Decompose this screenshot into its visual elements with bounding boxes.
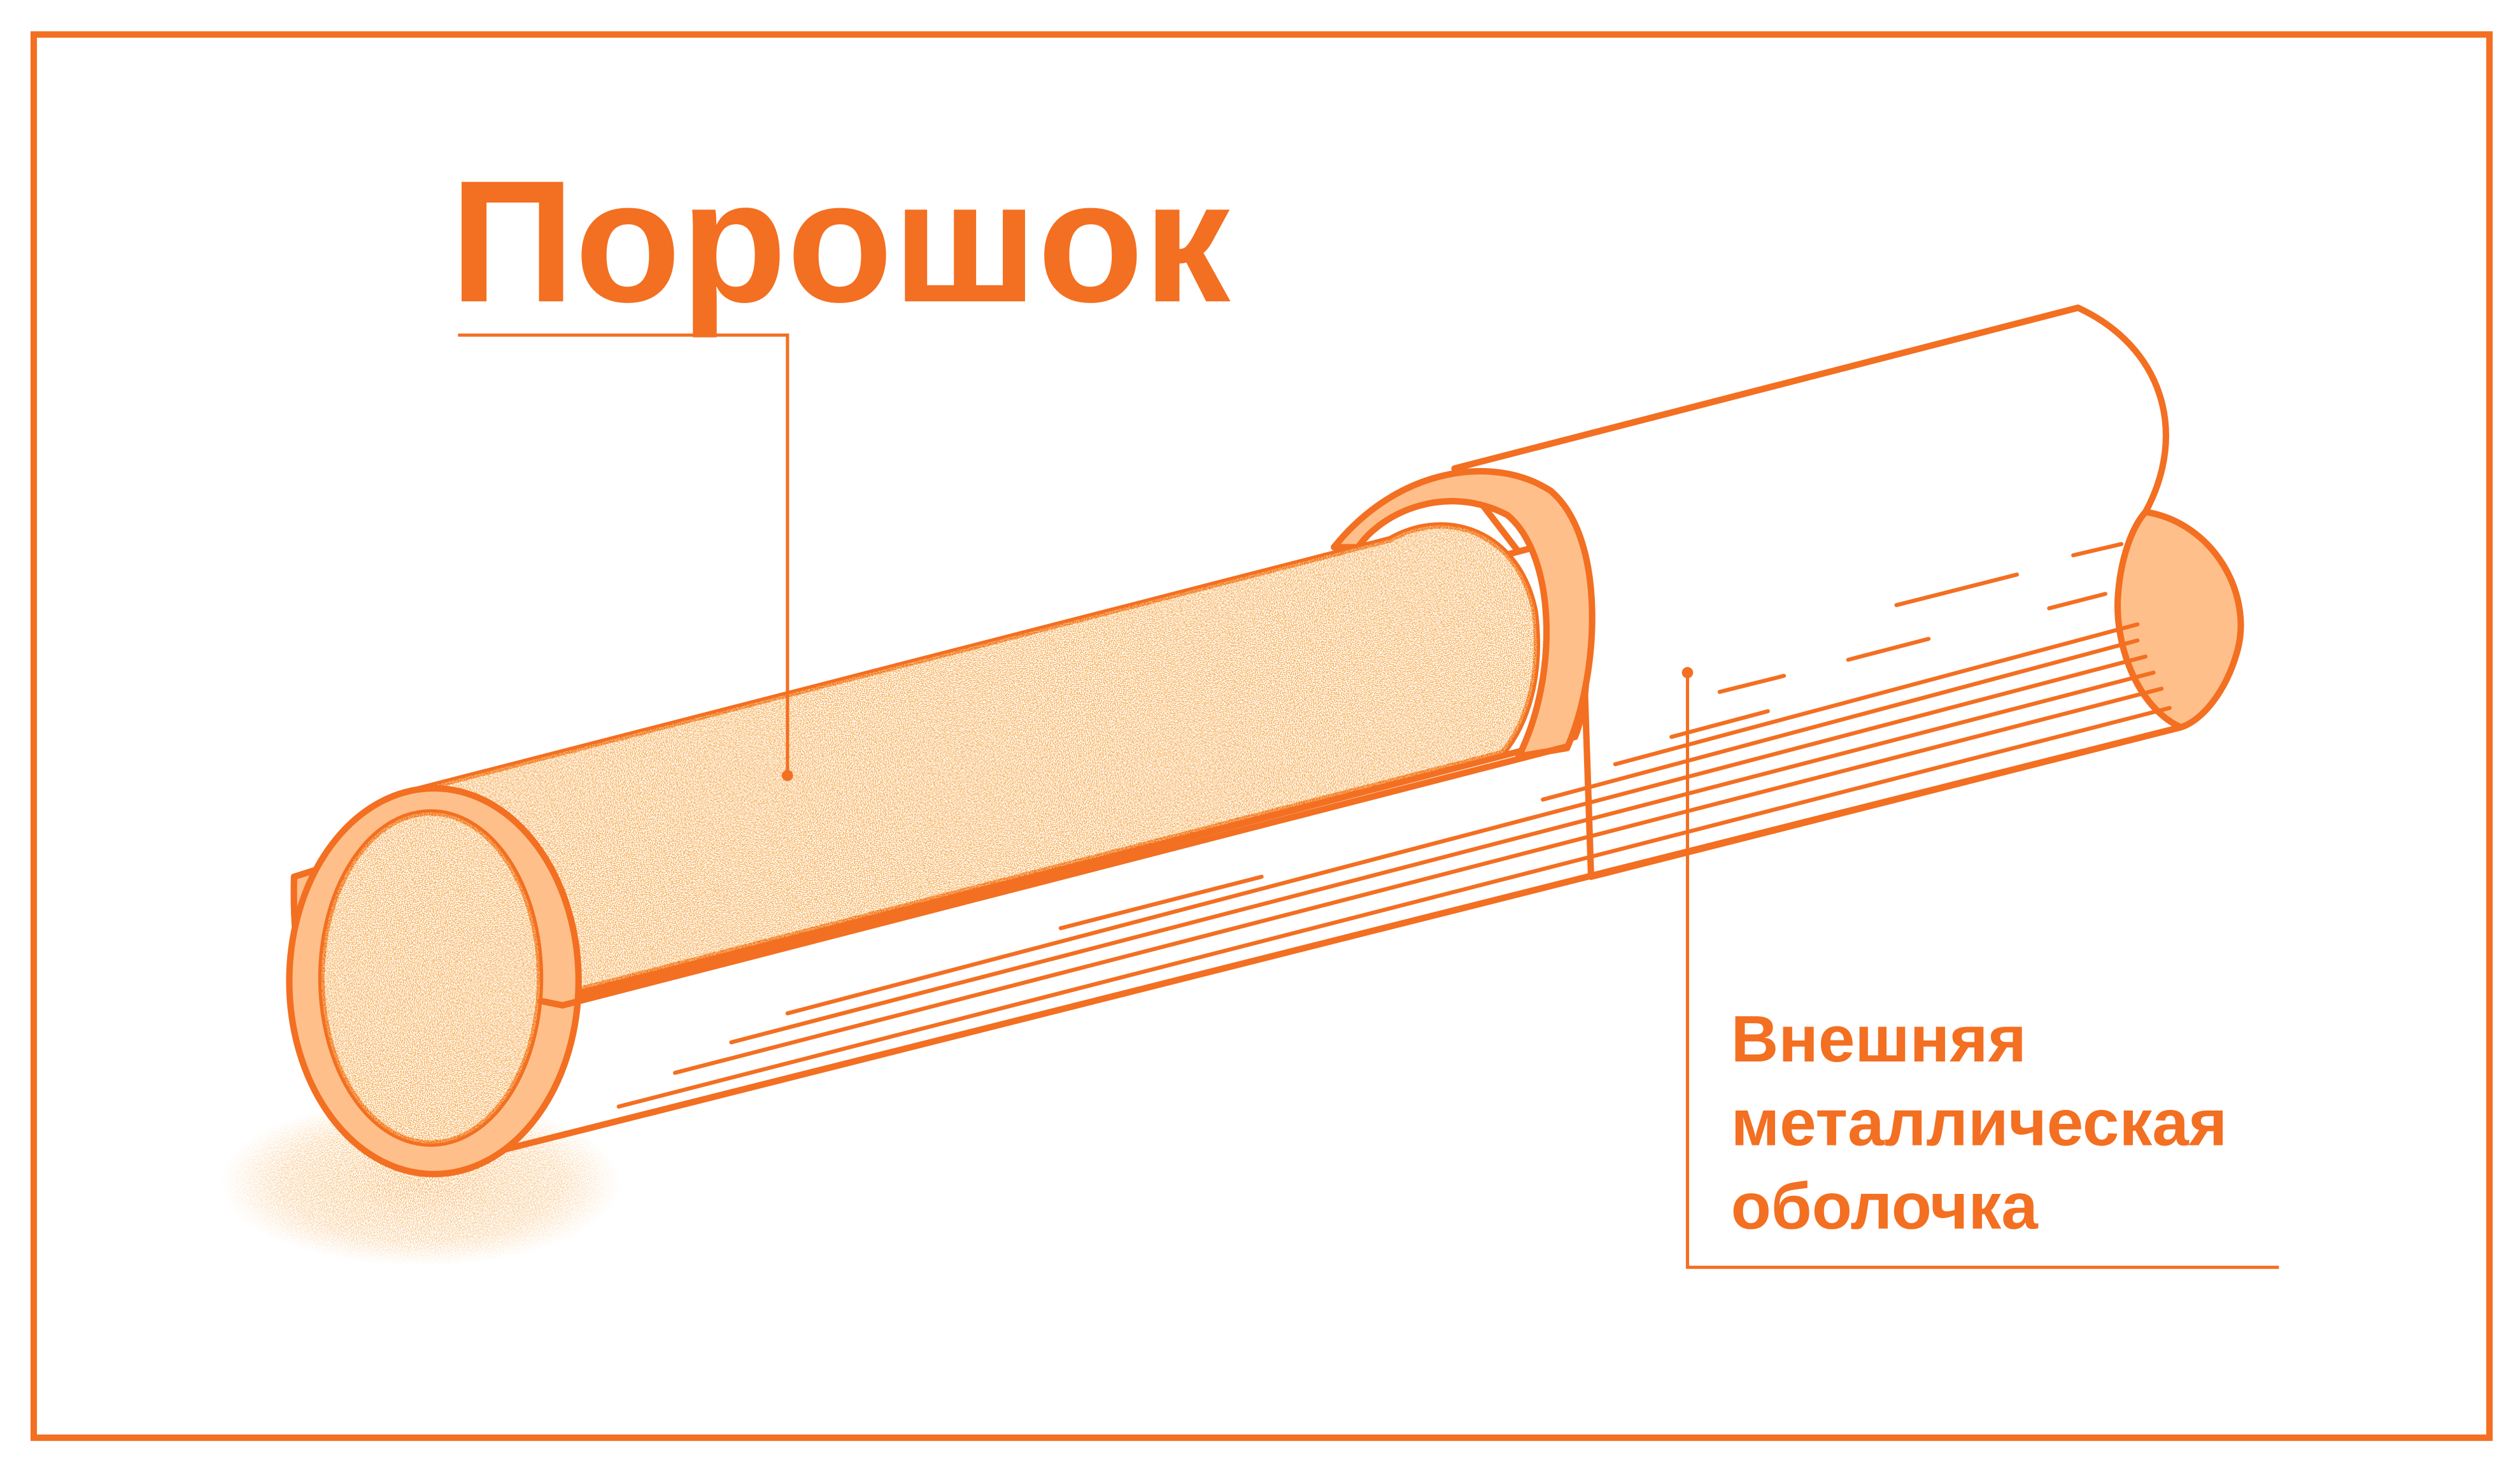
label-powder: Порошок — [450, 144, 1233, 339]
sheath-hatching — [616, 542, 2172, 1109]
label-sheath-line1: Внешняя — [1731, 1002, 2027, 1075]
frame-border — [30, 31, 2493, 1441]
sheath-ring-middle — [1331, 468, 1596, 760]
sheath-bottom-edge — [457, 724, 2182, 1165]
label-sheath-line2: металлическая — [1731, 1085, 2228, 1159]
powder-front-face — [318, 809, 544, 1147]
sheath-trough-edge — [537, 743, 1568, 1009]
powder-leader — [458, 333, 793, 781]
label-sheath-line3: оболочка — [1731, 1169, 2039, 1243]
sheath-leader — [1681, 667, 2279, 1269]
